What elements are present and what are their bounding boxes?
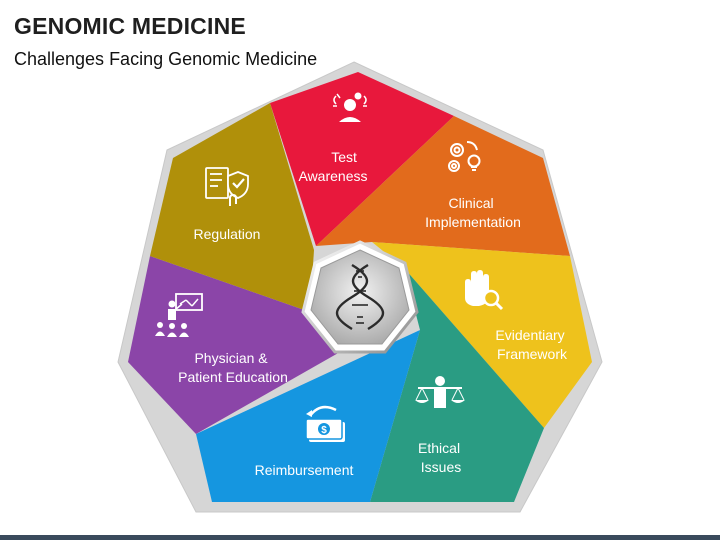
money-refund-icon: $ bbox=[305, 405, 345, 442]
segment-evidentiary-framework: Evidentiary Framework bbox=[372, 242, 592, 428]
presentation-icon bbox=[155, 293, 203, 337]
segment-reimbursement: $ Reimbursement bbox=[196, 330, 420, 502]
segment-clinical-implementation-shape bbox=[316, 116, 570, 256]
segment-label-physician-patient-education: Physician & Patient Education bbox=[178, 350, 288, 385]
segment-regulation: Regulation bbox=[150, 103, 314, 312]
segment-physician-patient-education-shape bbox=[128, 256, 340, 434]
segment-label-clinical-implementation: Clinical Implementation bbox=[425, 195, 521, 230]
segment-test-awareness: Test Awareness bbox=[270, 72, 454, 246]
segment-label-test-awareness: Test Awareness bbox=[298, 149, 367, 184]
segment-ethical-issues: Ethical Issues bbox=[370, 268, 544, 502]
footer-bar bbox=[0, 535, 720, 540]
segment-clinical-implementation: Clinical Implementation bbox=[316, 116, 570, 256]
segment-reimbursement-shape bbox=[196, 330, 420, 502]
segment-test-awareness-shape bbox=[270, 72, 454, 246]
document-shield-icon bbox=[205, 167, 249, 206]
segment-label-regulation: Regulation bbox=[194, 226, 261, 242]
svg-text:$: $ bbox=[321, 425, 327, 436]
segment-label-evidentiary-framework: Evidentiary Framework bbox=[495, 327, 568, 362]
segment-regulation-shape bbox=[150, 103, 314, 312]
hand-magnifier-icon bbox=[465, 270, 504, 311]
center-badge bbox=[301, 240, 419, 354]
head-idea-icon bbox=[333, 92, 367, 122]
page-subtitle: Challenges Facing Genomic Medicine bbox=[14, 49, 318, 69]
page-title: GENOMIC MEDICINE bbox=[14, 13, 246, 39]
segment-label-ethical-issues: Ethical Issues bbox=[418, 440, 464, 475]
center-heptagon-fill bbox=[310, 249, 410, 345]
segment-evidentiary-framework-shape bbox=[372, 242, 592, 428]
person-scales-icon bbox=[415, 376, 465, 408]
segment-label-reimbursement: Reimbursement bbox=[255, 462, 354, 478]
segment-physician-patient-education: Physician & Patient Education bbox=[128, 256, 340, 434]
gears-bulb-icon bbox=[448, 141, 481, 172]
dna-icon bbox=[335, 263, 385, 331]
segment-ethical-issues-shape bbox=[370, 268, 544, 502]
